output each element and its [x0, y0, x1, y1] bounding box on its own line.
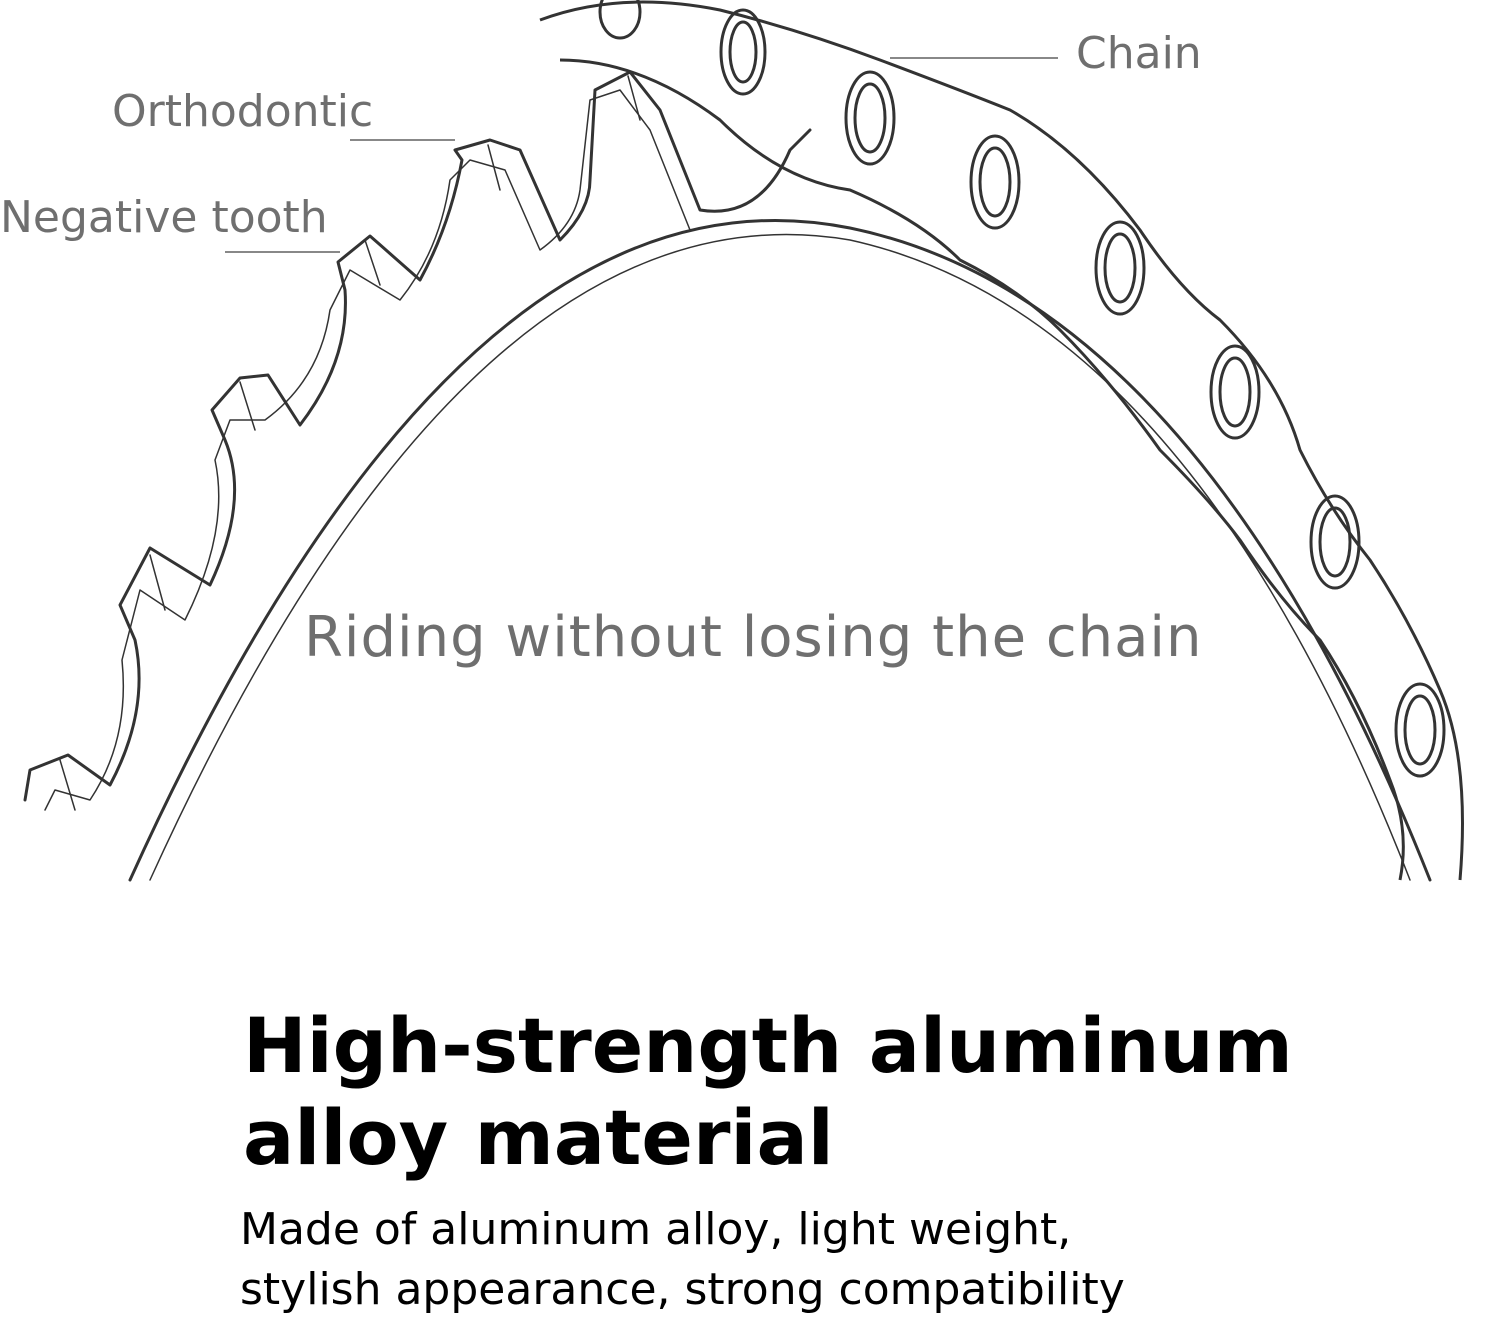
description-line-1: Made of aluminum alloy, light weight, [240, 1204, 1072, 1255]
headline-line-1: High-strength aluminum [243, 1001, 1293, 1090]
chainring-inner-edge [128, 219, 1432, 882]
chain-roller [728, 20, 758, 84]
chain-roller [1103, 232, 1137, 304]
chain-roller [978, 146, 1012, 218]
chain-inner-plates [559, 58, 1405, 881]
diagram-caption: Riding without losing the chain [304, 605, 1203, 670]
chain-roller [598, 0, 642, 40]
chainring-inner-edge-shadow [149, 233, 1411, 881]
chain-roller [844, 70, 896, 166]
chainring-teeth-outline [23, 70, 812, 802]
callout-orthodontic: Orthodontic [112, 86, 374, 137]
chainring-teeth-inner-outline [44, 89, 691, 811]
description-line-2: stylish appearance, strong compatibility [240, 1264, 1125, 1315]
feature-headline: High-strength aluminum alloy material [243, 1000, 1463, 1184]
chain-roller [1218, 356, 1252, 428]
headline-line-2: alloy material [243, 1093, 834, 1182]
callout-chain: Chain [1076, 28, 1202, 79]
chain-roller [1394, 682, 1446, 778]
chain-roller [1403, 694, 1437, 766]
chain-roller [1318, 506, 1352, 578]
chain-roller [1309, 494, 1361, 590]
chain-roller [1094, 220, 1146, 316]
callout-leader-lines [225, 57, 1058, 253]
chain-rollers [598, 0, 1446, 778]
chain-roller [719, 8, 767, 96]
chainring-chain-diagram [23, 0, 1464, 882]
chain-roller [1209, 344, 1261, 440]
chain-roller [853, 82, 887, 154]
feature-description: Made of aluminum alloy, light weight, st… [240, 1200, 1480, 1320]
chain-roller [969, 134, 1021, 230]
chain-outer-plates [539, 0, 1464, 881]
callout-negative-tooth: Negative tooth [0, 192, 328, 243]
chain [539, 0, 1464, 881]
tooth-bevel-lines [59, 75, 641, 811]
